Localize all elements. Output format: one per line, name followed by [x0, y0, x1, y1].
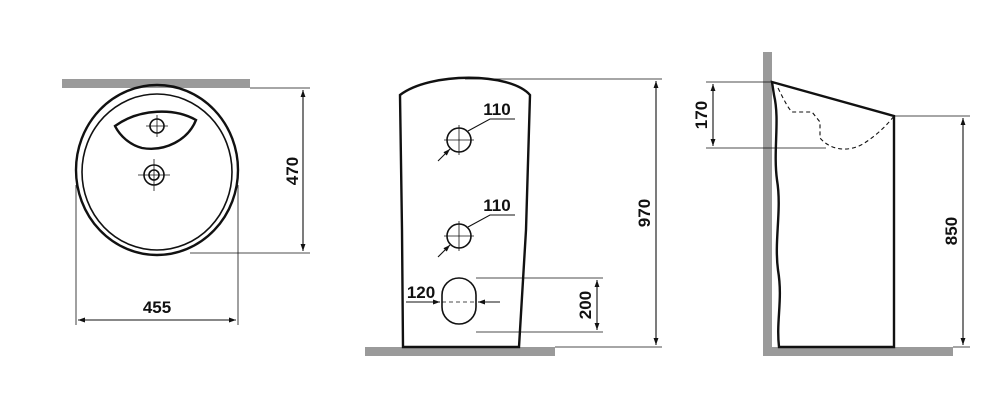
width-dimension-label: 455 — [143, 298, 171, 317]
side-view: 170 850 — [692, 52, 970, 356]
side-profile-outline — [770, 80, 896, 349]
overflow-bowl — [113, 110, 198, 150]
lower-hole-leader-arrow — [437, 244, 451, 258]
lower-hole-leader — [467, 214, 515, 228]
side-view-floor — [763, 347, 953, 356]
basin-outer-rim — [74, 83, 240, 257]
lower-hole-label: 110 — [483, 196, 510, 215]
top-view: 470 455 — [62, 79, 310, 325]
access-slot — [441, 277, 477, 325]
upper-hole-leader-arrow — [437, 148, 451, 162]
front-view: 110 110 120 200 970 — [365, 76, 662, 356]
front-view-floor — [365, 347, 555, 356]
slot-width-label: 120 — [407, 283, 435, 302]
upper-hole-label: 110 — [483, 100, 510, 119]
basin-depth-label: 170 — [692, 101, 711, 129]
upper-hole-leader — [467, 118, 515, 132]
slot-height-label: 200 — [576, 291, 595, 319]
basin-inner-rim — [81, 93, 233, 251]
rim-height-label: 850 — [942, 217, 961, 245]
pedestal-outline — [398, 76, 532, 349]
basin-hidden-contour — [777, 87, 895, 150]
top-view-wall — [62, 79, 250, 88]
side-view-wall — [763, 52, 772, 356]
height-dimension-label: 970 — [635, 199, 654, 227]
depth-dimension-label: 470 — [283, 157, 302, 185]
